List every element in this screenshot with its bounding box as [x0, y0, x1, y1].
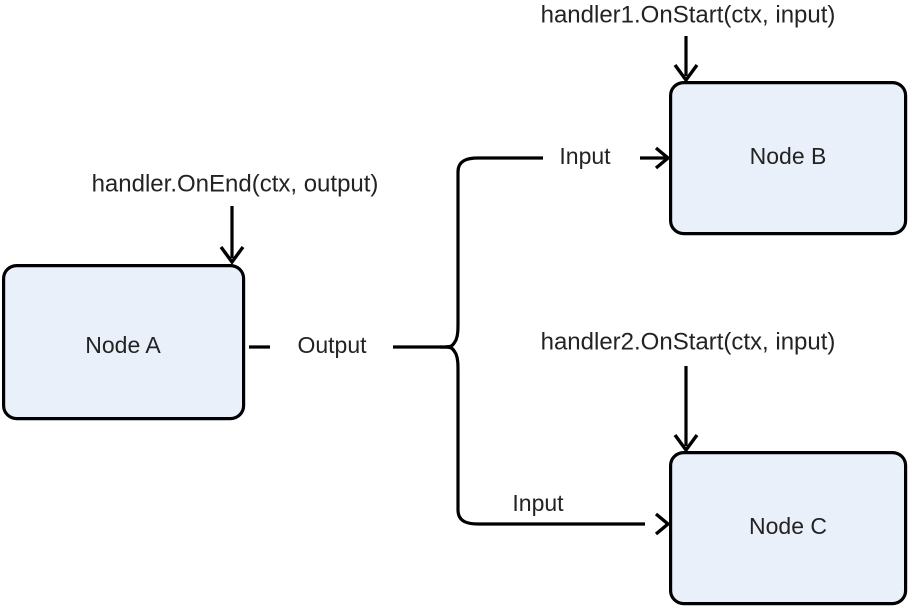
- node-b-box[interactable]: [668, 80, 908, 236]
- edge-fork-lower-branch: [439, 345, 645, 526]
- node-b-group[interactable]: Node B: [668, 80, 908, 236]
- annotation-handler2-onstart: handler2.OnStart(ctx, input): [541, 328, 836, 355]
- arrowhead-handler2-onstart: [673, 433, 699, 453]
- arrowhead-handler1-onstart: [673, 63, 699, 83]
- node-a-box[interactable]: [1, 264, 246, 421]
- node-c-group[interactable]: Node C: [668, 451, 908, 606]
- arrowhead-into-node-c: [654, 512, 671, 536]
- node-c-box[interactable]: [668, 451, 908, 606]
- edge-label-input-node-b: Input: [559, 143, 611, 169]
- node-a-label: Node A: [85, 332, 161, 358]
- edge-label-input-node-c: Input: [512, 490, 564, 516]
- node-b-label: Node B: [750, 143, 827, 169]
- arrowhead-into-node-b: [654, 146, 671, 170]
- edge-fork-upper-branch: [439, 156, 543, 349]
- annotation-handler-onend: handler.OnEnd(ctx, output): [92, 170, 379, 197]
- edge-label-output: Output: [297, 332, 367, 358]
- node-a-group[interactable]: Node A: [1, 264, 246, 421]
- arrowhead-handler-onend: [219, 245, 245, 265]
- annotation-handler1-onstart: handler1.OnStart(ctx, input): [541, 1, 836, 28]
- node-c-label: Node C: [749, 513, 827, 539]
